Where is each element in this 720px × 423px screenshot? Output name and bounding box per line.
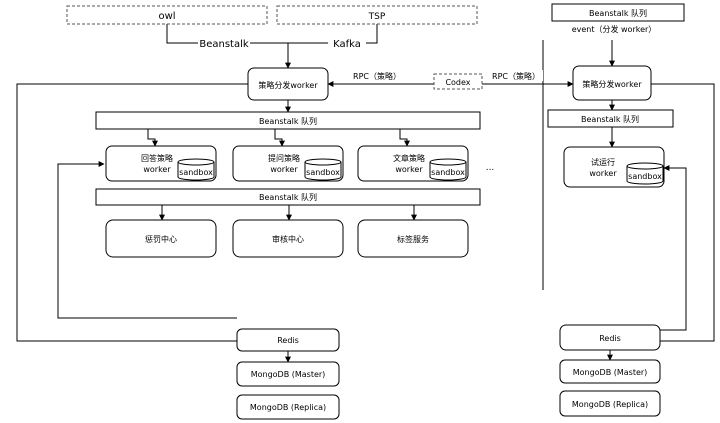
beanstalk-queue-1: [95, 111, 481, 130]
dispatcher-to-redis-line: [16, 83, 248, 342]
tag-service: [357, 219, 469, 258]
beanstalk-queue-1-label: Beanstalk 队列: [259, 116, 317, 126]
tsp-label: TSP: [368, 12, 386, 22]
sandbox-1-label: sandbox: [179, 168, 213, 177]
connectors: [16, 24, 715, 363]
question-strategy-line1: 提问策略: [268, 153, 300, 163]
queue-to-worker2-arrow: [274, 129, 285, 147]
sandbox-3-label: sandbox: [431, 168, 465, 177]
dispatcher-worker: [247, 67, 329, 101]
sandbox-cylinder-1: [177, 158, 215, 181]
owl-box: [66, 5, 268, 25]
right-sandbox-cylinder: [626, 162, 664, 185]
redis-to-worker-loop-arrow: [57, 161, 237, 319]
codex-label: Codex: [445, 78, 470, 87]
article-strategy-line2: worker: [395, 165, 423, 174]
mongodb-replica-right-label: MongoDB (Replica): [572, 400, 648, 409]
review-center-label: 审核中心: [272, 234, 304, 244]
right-dispatcher-worker-label: 策略分发worker: [582, 79, 642, 89]
rpc-left-label: RPC（策略）: [353, 71, 401, 81]
answer-strategy-line2: worker: [143, 165, 171, 174]
redis-right-label: Redis: [599, 334, 621, 343]
sandbox-cylinder-3: [429, 158, 467, 181]
mongodb-replica-right: [559, 390, 661, 417]
tsp-box: [276, 5, 478, 25]
redis-left-label: Redis: [277, 336, 299, 345]
mongodb-master-left: [236, 361, 340, 387]
mongodb-master-right-label: MongoDB (Master): [573, 368, 648, 377]
trial-run-line2: worker: [589, 169, 617, 178]
right-dispatcher-to-redis-line: [651, 83, 715, 342]
right-event-label: event（分发 worker）: [572, 24, 657, 34]
kafka-edge-label: Kafka: [333, 39, 361, 50]
mongodb-replica-left: [236, 394, 340, 420]
owl-label: owl: [158, 11, 175, 22]
penalty-center-label: 惩罚中心: [145, 234, 177, 244]
beanstalk-queue-2: [95, 188, 481, 206]
beanstalk-edge-label: Beanstalk: [199, 39, 249, 50]
question-strategy-line2: worker: [270, 165, 298, 174]
right-sandbox-label: sandbox: [628, 172, 662, 181]
more-workers-ellipsis: ...: [486, 163, 495, 173]
right-beanstalk-queue-label: Beanstalk 队列: [581, 114, 639, 124]
codex-box: [433, 73, 483, 90]
mongodb-master-left-label: MongoDB (Master): [251, 370, 326, 379]
right-queue-top-label: Beanstalk 队列: [589, 8, 647, 18]
sandbox-2-label: sandbox: [306, 168, 340, 177]
mongodb-replica-left-label: MongoDB (Replica): [250, 403, 326, 412]
right-redis-loop-arrow: [660, 165, 687, 331]
mongodb-master-right: [559, 359, 661, 384]
answer-strategy-line1: 回答策略: [141, 153, 173, 163]
trial-run-line1: 试运行: [591, 157, 615, 167]
sandbox-cylinder-2: [304, 158, 342, 181]
article-strategy-line1: 文章策略: [393, 153, 425, 163]
right-dispatcher-worker: [572, 65, 652, 101]
queue-to-worker3-arrow: [399, 129, 410, 147]
penalty-center: [105, 219, 217, 258]
redis-left: [236, 328, 340, 352]
tag-service-label: 标签服务: [397, 234, 429, 244]
beanstalk-queue-2-label: Beanstalk 队列: [259, 192, 317, 202]
review-center: [232, 219, 344, 258]
rpc-right-label: RPC（策略）: [492, 71, 540, 81]
queue-to-worker1-arrow: [147, 129, 158, 147]
right-queue-top: [551, 3, 685, 22]
right-beanstalk-queue: [547, 109, 674, 128]
redis-right: [559, 324, 661, 351]
dispatcher-worker-label: 策略分发worker: [258, 80, 318, 90]
tsp-to-dispatcher-line: [288, 24, 378, 44]
